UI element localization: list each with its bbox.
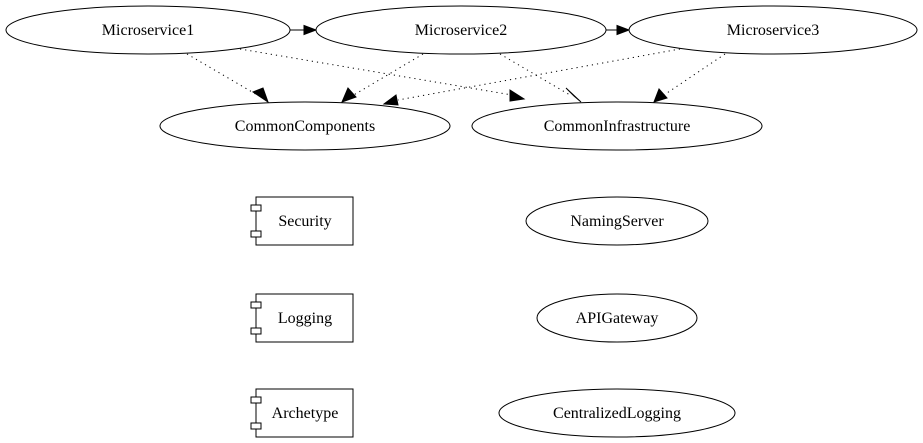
node-label: Microservice3 xyxy=(727,22,819,39)
edge-ms1-to-commoncomponents xyxy=(186,53,269,104)
node-label: Microservice1 xyxy=(102,22,194,39)
node-label: Archetype xyxy=(272,405,339,422)
component-port-top xyxy=(250,204,262,212)
edge-ms1-to-commoninfrastructure xyxy=(239,48,526,102)
node-label: Microservice2 xyxy=(415,22,507,39)
component-port-bottom xyxy=(250,327,262,335)
component-port-top xyxy=(250,396,262,404)
node-label: CentralizedLogging xyxy=(553,405,681,422)
node-archetype[interactable]: Archetype xyxy=(250,388,354,438)
edge-ms3-to-commoninfrastructure xyxy=(653,53,726,103)
node-microservice2[interactable]: Microservice2 xyxy=(315,5,607,55)
edge-ms2-to-commoncomponents xyxy=(341,53,424,103)
node-api-gateway[interactable]: APIGateway xyxy=(536,293,698,343)
component-port-bottom xyxy=(250,422,262,430)
node-label: CommonInfrastructure xyxy=(544,118,691,135)
edge-ms3-to-commoncomponents xyxy=(382,48,681,106)
edge-ms2-to-commoninfrastructure xyxy=(499,53,582,103)
node-logging[interactable]: Logging xyxy=(250,293,354,343)
node-microservice1[interactable]: Microservice1 xyxy=(5,5,291,55)
node-common-components[interactable]: CommonComponents xyxy=(159,101,451,151)
node-label: Logging xyxy=(278,310,332,327)
node-label: APIGateway xyxy=(576,310,659,327)
node-security[interactable]: Security xyxy=(250,196,354,246)
node-naming-server[interactable]: NamingServer xyxy=(525,196,709,246)
node-label: Security xyxy=(278,213,331,230)
edge-ms2-to-ms3 xyxy=(606,24,631,36)
node-label: CommonComponents xyxy=(235,118,375,135)
node-common-infrastructure[interactable]: CommonInfrastructure xyxy=(471,101,763,151)
component-port-bottom xyxy=(250,230,262,238)
node-centralized-logging[interactable]: CentralizedLogging xyxy=(498,388,736,438)
node-microservice3[interactable]: Microservice3 xyxy=(628,5,918,55)
edge-ms1-to-ms2 xyxy=(290,24,318,36)
node-label: NamingServer xyxy=(570,213,664,230)
edges-layer xyxy=(186,24,726,106)
component-port-top xyxy=(250,301,262,309)
